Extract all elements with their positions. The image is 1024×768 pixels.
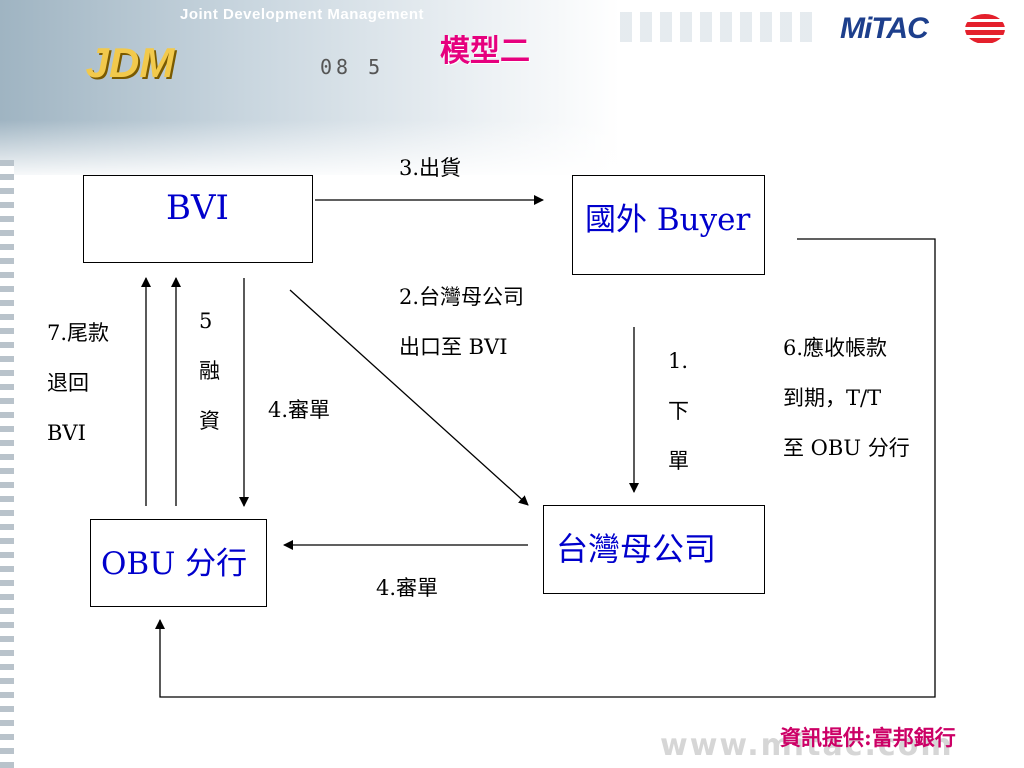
label-step-review-bottom: 4.審單 [376,576,439,600]
footer-credit: 資訊提供:富邦銀行 [780,725,956,750]
decorative-film-strip [0,160,14,768]
node-obu-branch: OBU 分行 [90,519,267,607]
jdm-logo: JDM [85,39,175,86]
node-taiwan-parent: 台灣母公司 [543,505,765,594]
banner-tagline: Joint Development Management [180,6,425,23]
arrow-receivable-buyer-to-obu [155,238,936,698]
node-foreign-buyer: 國外 Buyer [572,175,765,275]
footer-url: www.mitac.com [660,728,954,763]
label-step-financing: 5 融 資 [199,309,220,433]
label-step-review-left: 4.審單 [268,398,331,422]
decorative-digits: 08 5 [320,55,385,79]
banner-fade [0,120,620,175]
node-bvi: BVI [83,175,313,263]
decorative-bars [620,12,820,42]
label-step-order: 1. 下 單 [668,349,689,473]
label-step-receivable: 6.應收帳款 到期，T/T 至 OBU 分行 [783,336,910,460]
label-step-refund: 7.尾款 退回 BVI [47,321,110,445]
mitac-striped-globe-icon [965,14,1005,44]
slide-title: 模型二 [440,34,530,69]
arrow-export-bvi-to-parent [289,289,529,506]
mitac-logo: MiTAC [840,12,929,45]
header-banner: Joint Development Management JDM 08 5 [0,0,620,175]
label-step-ship: 3.出貨 [399,156,462,180]
label-step-export: 2.台灣母公司 出口至 BVI [399,285,525,359]
